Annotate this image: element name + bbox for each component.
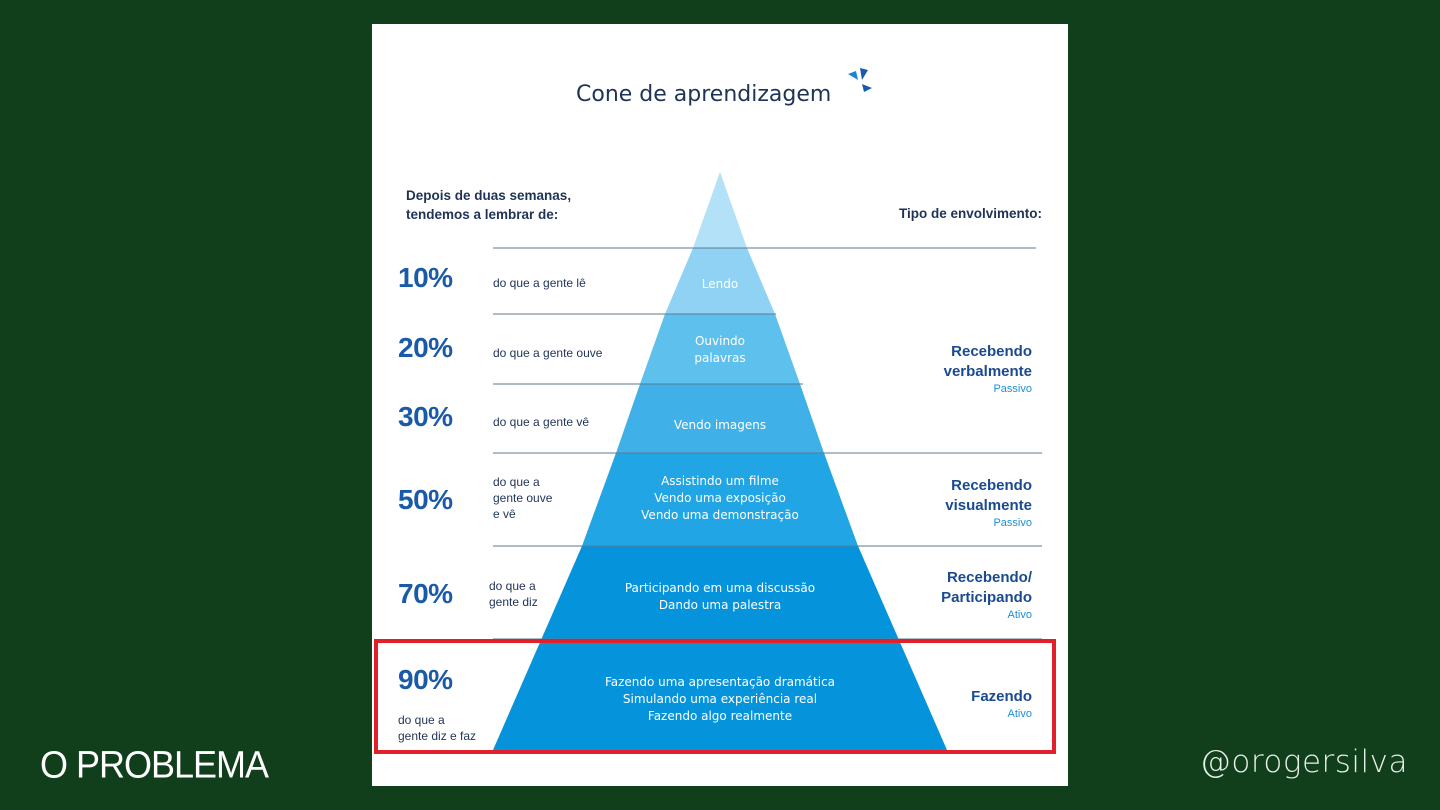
engagement-participating: Recebendo/Participando Ativo [941,569,1032,621]
desc-10: do que a gente lê [493,276,586,290]
learning-cone-card: Cone de aprendizagem Depois de duas sema… [372,24,1068,786]
right-header: Tipo de envolvimento: [898,206,1042,221]
activity-30: Vendo imagens [673,418,767,432]
pyramid-tier-4 [616,384,824,453]
desc-20: do que a gente ouve [493,346,603,360]
percent-70: 70% [398,578,453,609]
engagement-doing: Fazendo Ativo [971,688,1032,720]
percent-30: 30% [398,401,453,432]
pyramid-tier-3 [640,314,800,384]
author-handle: @orogersilva [1199,744,1408,780]
highlight-box [374,639,1056,754]
activity-10: Lendo [701,277,739,291]
pyramid-tier-6 [493,546,947,750]
percent-90: 90% [398,664,453,695]
left-header: Depois de duas semanas, tendemos a lembr… [406,188,572,222]
desc-30: do que a gente vê [493,415,590,429]
pyramid-tier-2 [665,248,775,314]
percent-10: 10% [398,262,453,293]
percent-50: 50% [398,484,453,515]
slide-title: O PROBLEMA [40,742,269,786]
percent-20: 20% [398,332,453,363]
card-title: Cone de aprendizagem [576,82,832,107]
pyramid-tier-5 [582,453,858,546]
pyramid [493,172,1042,750]
brand-logo-icon [848,68,872,92]
pyramid-tier-1 [693,172,747,248]
